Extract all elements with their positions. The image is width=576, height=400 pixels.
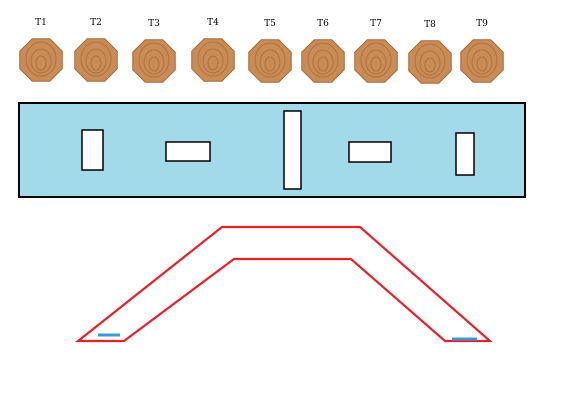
targets-row: T1 T2 T3 T4 T5 T6 T7 T8 T9 bbox=[19, 18, 504, 84]
target-grain-ring bbox=[202, 48, 224, 74]
panel-opening-3 bbox=[283, 110, 302, 190]
target-grain-ring bbox=[25, 41, 57, 77]
target-t8: T8 bbox=[408, 20, 452, 84]
target-grain-ring bbox=[259, 49, 281, 75]
target-grain-ring bbox=[85, 48, 107, 74]
target-label: T4 bbox=[207, 18, 219, 28]
target-t9: T9 bbox=[460, 19, 504, 83]
target-grain-ring bbox=[466, 42, 498, 78]
target-grain-ring bbox=[476, 56, 488, 72]
panel-opening-5 bbox=[455, 132, 475, 176]
panel-opening-4 bbox=[348, 141, 392, 163]
target-label: T6 bbox=[317, 19, 329, 29]
target-label: T7 bbox=[370, 19, 382, 29]
target-grain-ring bbox=[312, 49, 334, 75]
target-grain-ring bbox=[370, 56, 382, 72]
target-t3: T3 bbox=[132, 19, 176, 83]
target-label: T2 bbox=[90, 18, 102, 28]
panel-opening-2 bbox=[165, 141, 211, 162]
target-grain-ring bbox=[424, 57, 436, 73]
target-t4: T4 bbox=[191, 18, 235, 82]
target-grain-ring bbox=[207, 55, 219, 71]
target-label: T9 bbox=[476, 19, 488, 29]
target-grain-ring bbox=[148, 56, 160, 72]
firing-line-outline bbox=[74, 225, 493, 343]
target-grain-ring bbox=[365, 49, 387, 75]
target-grain-ring bbox=[307, 42, 339, 78]
panel-opening-1 bbox=[81, 129, 104, 171]
target-grain-ring bbox=[30, 48, 52, 74]
target-t7: T7 bbox=[354, 19, 398, 83]
target-grain-ring bbox=[414, 43, 446, 79]
target-grain-ring bbox=[360, 42, 392, 78]
target-grain-ring bbox=[143, 49, 165, 75]
target-grain-ring bbox=[80, 41, 112, 77]
target-grain-ring bbox=[419, 50, 441, 76]
target-t5: T5 bbox=[248, 19, 292, 83]
target-t1: T1 bbox=[19, 18, 63, 82]
target-label: T3 bbox=[148, 19, 160, 29]
target-grain-ring bbox=[35, 55, 47, 71]
target-grain-ring bbox=[90, 55, 102, 71]
target-t6: T6 bbox=[301, 19, 345, 83]
target-grain-ring bbox=[138, 42, 170, 78]
firing-line bbox=[74, 225, 493, 343]
target-label: T8 bbox=[424, 20, 436, 30]
target-grain-ring bbox=[197, 41, 229, 77]
target-label: T5 bbox=[264, 19, 276, 29]
barrier-panel bbox=[18, 102, 526, 198]
target-grain-ring bbox=[317, 56, 329, 72]
target-grain-ring bbox=[264, 56, 276, 72]
target-t2: T2 bbox=[74, 18, 118, 82]
target-label: T1 bbox=[35, 18, 47, 28]
target-grain-ring bbox=[471, 49, 493, 75]
target-grain-ring bbox=[254, 42, 286, 78]
